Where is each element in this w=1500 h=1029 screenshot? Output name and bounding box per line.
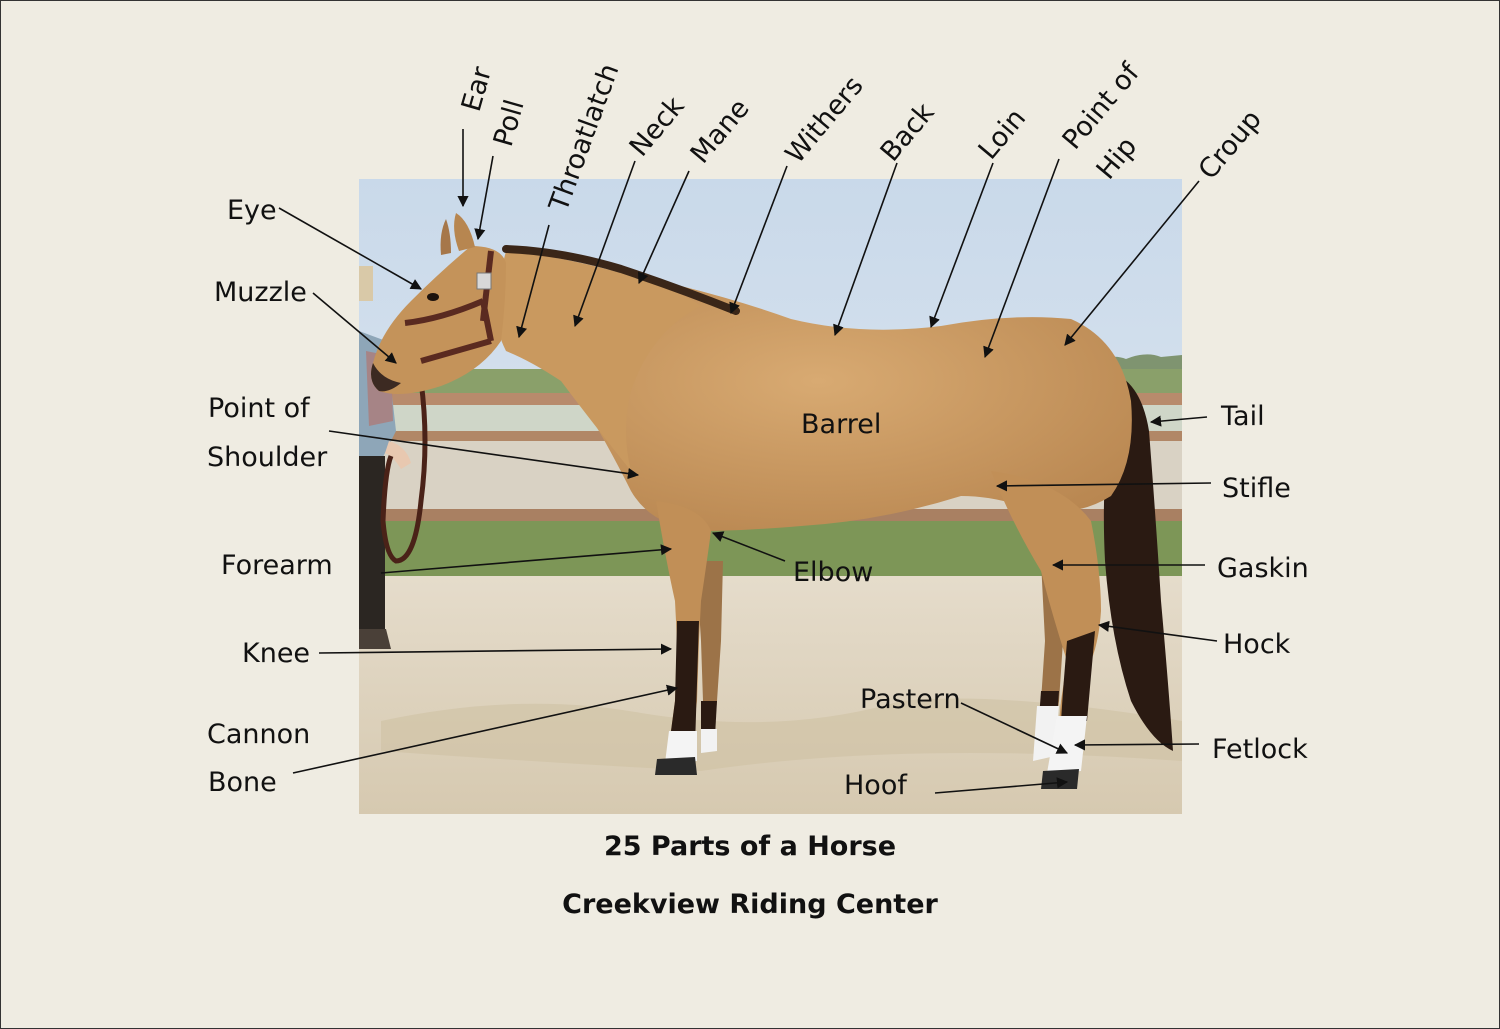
label-barrel: Barrel: [801, 409, 881, 440]
label-back: Back: [875, 97, 941, 167]
pointer-loin: [929, 162, 994, 329]
pointer-tail: [1149, 415, 1208, 427]
lead-rope: [380, 380, 428, 564]
label-neck: Neck: [624, 91, 691, 163]
label-point-of-shoulder-line2: Shoulder: [207, 442, 328, 473]
label-ear: Ear: [456, 63, 498, 115]
horse-body: [561, 281, 1132, 531]
pointer-muzzle: [312, 292, 397, 364]
pointer-hoof: [934, 777, 1069, 794]
horse-neck: [494, 251, 701, 471]
label-muzzle: Muzzle: [214, 277, 307, 308]
diagram-subtitle: Creekview Riding Center: [562, 889, 938, 920]
label-pastern: Pastern: [860, 684, 961, 715]
horse-ear-far: [440, 219, 451, 255]
label-hock: Hock: [1223, 629, 1291, 660]
label-gaskin: Gaskin: [1217, 553, 1309, 584]
label-forearm: Forearm: [221, 550, 333, 581]
label-cannon-bone-line1: Cannon: [207, 719, 310, 750]
pointer-poll: [474, 155, 494, 241]
pointer-lines: [278, 129, 1218, 794]
pointer-fetlock: [1073, 739, 1200, 751]
diagram-title: 25 Parts of a Horse: [603, 831, 897, 862]
label-fetlock: Fetlock: [1212, 734, 1308, 765]
label-poll: Poll: [488, 96, 531, 150]
pointer-pastern: [960, 702, 1069, 754]
pointer-back: [833, 162, 898, 337]
label-point-of-hip-line1: Point of: [1057, 57, 1147, 156]
label-point-of-shoulder-line1: Point of: [208, 393, 311, 424]
pointer-forearm: [380, 544, 673, 574]
label-tail: Tail: [1220, 401, 1265, 432]
label-hoof: Hoof: [844, 770, 908, 801]
pointer-knee: [318, 643, 673, 655]
label-mane: Mane: [685, 93, 756, 169]
pointer-throatlatch: [516, 224, 550, 339]
horse-ear-near: [454, 213, 475, 251]
far-foreleg: [696, 561, 723, 736]
label-eye: Eye: [227, 195, 277, 226]
pointer-stifle: [995, 480, 1212, 492]
horse-eye: [427, 293, 439, 301]
label-croup: Croup: [1193, 104, 1268, 185]
pointer-elbow: [711, 531, 786, 562]
pointer-hock: [1097, 620, 1218, 642]
pointer-eye: [278, 207, 422, 290]
pointer-cannon-bone: [292, 684, 679, 774]
label-loin: Loin: [973, 103, 1033, 166]
pointer-point-of-hip: [983, 158, 1060, 359]
pointer-croup: [1064, 180, 1200, 346]
label-elbow: Elbow: [793, 557, 873, 588]
pointer-point-of-shoulder: [328, 430, 640, 480]
label-point-of-hip-line2: Hip: [1091, 131, 1144, 185]
pointer-neck: [573, 160, 636, 328]
near-hind-hoof: [1041, 769, 1079, 789]
label-knee: Knee: [242, 638, 310, 669]
pointer-withers: [729, 165, 788, 315]
label-withers: Withers: [780, 71, 870, 170]
label-cannon-bone-line2: Bone: [208, 767, 277, 798]
label-stifle: Stifle: [1222, 473, 1291, 504]
horse-head: [371, 246, 506, 395]
horse-shadow: [381, 698, 1182, 771]
horse-muzzle: [371, 363, 401, 392]
near-fore-hoof: [655, 757, 697, 775]
pointer-mane: [637, 170, 690, 285]
horse-photo: [359, 179, 1182, 814]
